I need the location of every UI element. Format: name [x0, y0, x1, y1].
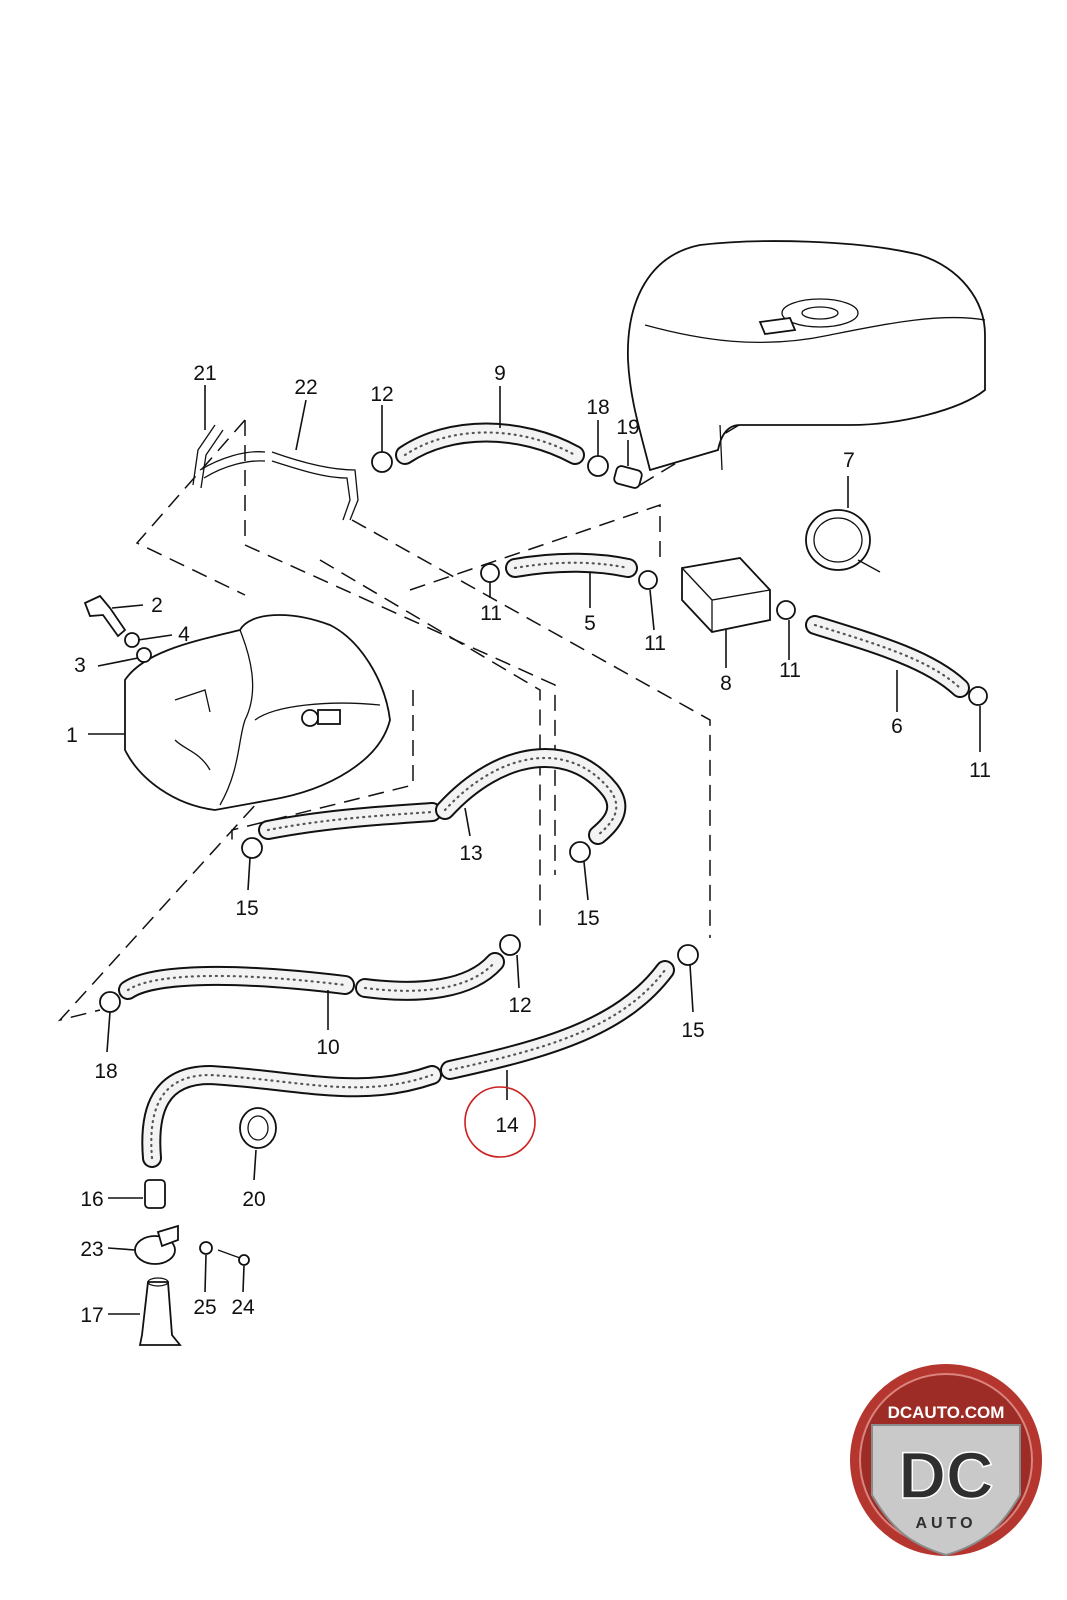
screw-24 — [217, 1249, 241, 1259]
callout-2: 2 — [151, 594, 163, 617]
callout-24: 24 — [231, 1296, 255, 1319]
clamp-15-a — [241, 837, 263, 859]
callout-8: 8 — [720, 672, 732, 695]
callout-16: 16 — [80, 1188, 103, 1211]
washer-3 — [136, 647, 152, 663]
clamp-12-bottom — [499, 934, 521, 956]
clamp-11-d — [968, 686, 988, 706]
logo-subtext: AUTO — [915, 1515, 976, 1532]
washer-25 — [199, 1241, 213, 1255]
clamp-band-7 — [805, 509, 871, 571]
grommet-20 — [239, 1107, 277, 1149]
callout-18-bottom: 18 — [94, 1060, 117, 1083]
callout-22: 22 — [294, 376, 317, 399]
fuel-filter-8 — [681, 557, 771, 633]
clamp-11-a — [480, 563, 500, 583]
callout-21: 21 — [193, 362, 216, 385]
callout-12-top: 12 — [370, 383, 393, 406]
logo-monogram: DC — [898, 1438, 993, 1512]
clamp-11-c — [776, 600, 796, 620]
callout-13: 13 — [459, 842, 482, 865]
callout-23: 23 — [80, 1238, 103, 1261]
reservoir-canister — [124, 614, 391, 811]
callout-10: 10 — [316, 1036, 339, 1059]
callout-labels: 1 2 3 4 5 6 7 8 9 10 11 11 11 11 12 12 1… — [66, 362, 991, 1327]
callout-7: 7 — [843, 449, 855, 472]
callout-9: 9 — [494, 362, 506, 385]
callout-11-b: 11 — [644, 632, 666, 655]
callout-1: 1 — [66, 724, 78, 747]
callout-11-a: 11 — [480, 602, 502, 625]
vent-lines — [192, 424, 359, 521]
callout-15-c: 15 — [681, 1019, 704, 1042]
cap-17 — [138, 1281, 182, 1346]
clamp-11-b — [638, 570, 658, 590]
callout-5: 5 — [584, 612, 596, 635]
callout-leaders — [88, 385, 981, 1315]
clamp-18-top — [587, 455, 609, 477]
callout-4: 4 — [178, 623, 190, 646]
sleeve-16 — [144, 1179, 166, 1209]
callout-14: 14 — [495, 1114, 519, 1137]
highlight-circle — [464, 1086, 536, 1158]
callout-20: 20 — [242, 1188, 265, 1211]
callout-3: 3 — [74, 654, 86, 677]
callout-12-bottom: 12 — [508, 994, 531, 1017]
callout-11-d: 11 — [969, 759, 991, 782]
callout-15-a: 15 — [235, 897, 258, 920]
callout-18-top: 18 — [586, 396, 609, 419]
logo-url-text: DCAUTO.COM — [888, 1403, 1005, 1422]
callout-19: 19 — [616, 416, 639, 439]
connector-19 — [613, 465, 643, 489]
hose-clamps — [99, 451, 988, 1013]
clamp-18-bottom — [99, 991, 121, 1013]
washer-4 — [124, 632, 140, 648]
fuel-tank — [627, 240, 986, 472]
bolt-2 — [83, 594, 127, 638]
hoses — [118, 422, 970, 1168]
dcauto-logo: DCAUTO.COM DC AUTO — [850, 1364, 1042, 1557]
clamp-15-c — [677, 944, 699, 966]
clamp-15-b — [569, 841, 591, 863]
small-parts — [83, 465, 881, 1346]
clamp-12-top — [371, 451, 393, 473]
callout-25: 25 — [193, 1296, 216, 1319]
callout-6: 6 — [891, 715, 903, 738]
callout-17: 17 — [80, 1304, 103, 1327]
callout-15-b: 15 — [576, 907, 599, 930]
callout-11-c: 11 — [779, 659, 801, 682]
